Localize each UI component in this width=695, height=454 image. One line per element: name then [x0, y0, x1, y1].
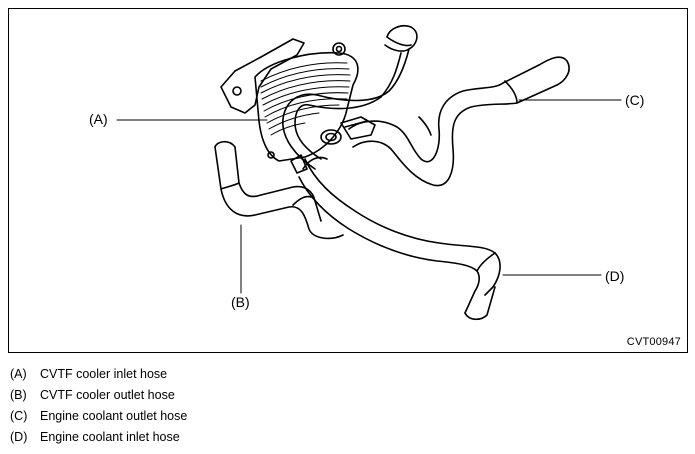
bracket-bolt [332, 42, 346, 56]
legend-key: (C) [10, 409, 28, 423]
legend-item: (D) Engine coolant inlet hose [10, 429, 187, 450]
legend: (A) CVTF cooler inlet hose (B) CVTF cool… [10, 366, 187, 450]
cooler-fitting [325, 132, 337, 142]
legend-item: (A) CVTF cooler inlet hose [10, 366, 187, 387]
hose-b-lower [214, 146, 344, 240]
hose-d-upper [304, 158, 501, 296]
hose-a-lower [294, 52, 402, 160]
hose-c-lower [352, 84, 558, 187]
hose-c-upper [348, 64, 540, 163]
cooler-stud [267, 151, 275, 159]
hose-b-upper [214, 140, 322, 222]
callout-c: (C) [625, 92, 645, 108]
bracket-bolt [335, 45, 343, 53]
legend-text: Engine coolant inlet hose [40, 430, 180, 444]
figure-code: CVT00947 [626, 336, 681, 348]
cooler-bracket [220, 38, 305, 114]
hose-clamp [340, 116, 376, 140]
legend-key: (D) [10, 430, 28, 444]
callout-d: (D) [605, 268, 625, 284]
hose-c-end [538, 56, 570, 86]
hose-d-lower [298, 176, 480, 314]
legend-text: Engine coolant outlet hose [40, 409, 188, 423]
bracket-bolt [232, 86, 242, 96]
hose-clamp [290, 154, 308, 174]
legend-key: (B) [10, 388, 27, 402]
hose-a-upper [282, 24, 418, 170]
legend-item: (B) CVTF cooler outlet hose [10, 387, 187, 408]
hose-diagram-figure: (A) (B) (C) (D) CVT00947 [8, 8, 688, 353]
legend-text: CVTF cooler inlet hose [40, 367, 168, 381]
legend-text: CVTF cooler outlet hose [40, 388, 175, 402]
legend-item: (C) Engine coolant outlet hose [10, 408, 187, 429]
legend-key: (A) [10, 367, 27, 381]
hose-d-end [464, 286, 496, 321]
hose-diagram-drawing [116, 24, 622, 321]
callout-a: (A) [89, 111, 108, 127]
cooler-fitting [320, 129, 342, 145]
callout-b: (B) [231, 294, 250, 310]
